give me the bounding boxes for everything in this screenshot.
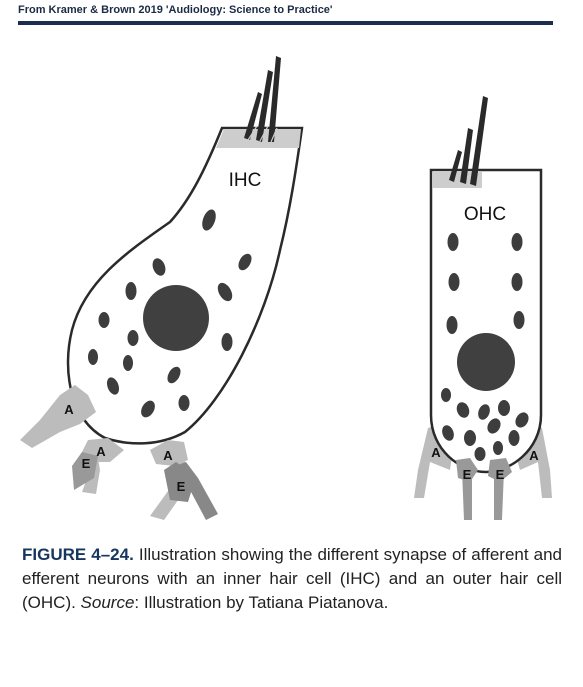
ohc-stereocilia [460, 128, 473, 184]
ihc-afferent-terminal [20, 385, 96, 448]
ohc-granules [441, 233, 529, 461]
ohc-efferent-terminal [456, 458, 478, 482]
ihc-efferent-terminal [72, 452, 98, 490]
ohc-efferent-fiber [494, 470, 504, 520]
ihc-stereocilia [256, 70, 273, 142]
caption-text: Illustration showing the different synap… [22, 545, 562, 612]
ihc-stereocilia [244, 92, 262, 140]
ohc-efferent-terminal [488, 458, 512, 482]
ihc-afferent-label: A [163, 448, 173, 463]
figure-number: FIGURE 4–24. [22, 545, 134, 564]
ihc-afferent-label: A [96, 444, 106, 459]
ohc-afferent-label: A [529, 448, 539, 463]
ihc-afferent-label: A [64, 402, 74, 417]
ohc-efferent-label: E [496, 467, 505, 482]
ihc-label: IHC [229, 170, 262, 191]
caption-source-label: Source [80, 593, 135, 612]
ohc-afferent-label: A [431, 445, 441, 460]
ohc-stereocilia [470, 96, 488, 186]
ihc-efferent-label: E [177, 479, 186, 494]
citation-header: From Kramer & Brown 2019 'Audiology: Sci… [18, 4, 333, 16]
caption-source-text: : Illustration by Tatiana Piatanova. [134, 593, 389, 612]
ihc-granules [88, 209, 252, 418]
ihc-efferent-label: E [82, 456, 91, 471]
ohc-cuticular-plate [433, 171, 482, 188]
ohc-efferent-label: E [463, 467, 472, 482]
ohc-efferent-fiber [462, 470, 472, 520]
outer-hair-cell: OHC A A E E [414, 96, 552, 520]
ihc-afferent-terminal [150, 440, 188, 466]
ohc-nucleus [457, 333, 515, 391]
ohc-label: OHC [464, 204, 506, 225]
ohc-stereocilia [449, 150, 462, 182]
figure-caption: FIGURE 4–24. Illustration showing the di… [22, 543, 562, 615]
inner-hair-cell: IHC A A E A E [20, 56, 304, 520]
ihc-efferent-terminal [164, 462, 196, 502]
ihc-nucleus [143, 285, 209, 351]
hair-cell-diagram: IHC A A E A E OHC [20, 56, 552, 520]
ihc-stereocilia [268, 56, 281, 142]
header-rule [18, 21, 553, 25]
